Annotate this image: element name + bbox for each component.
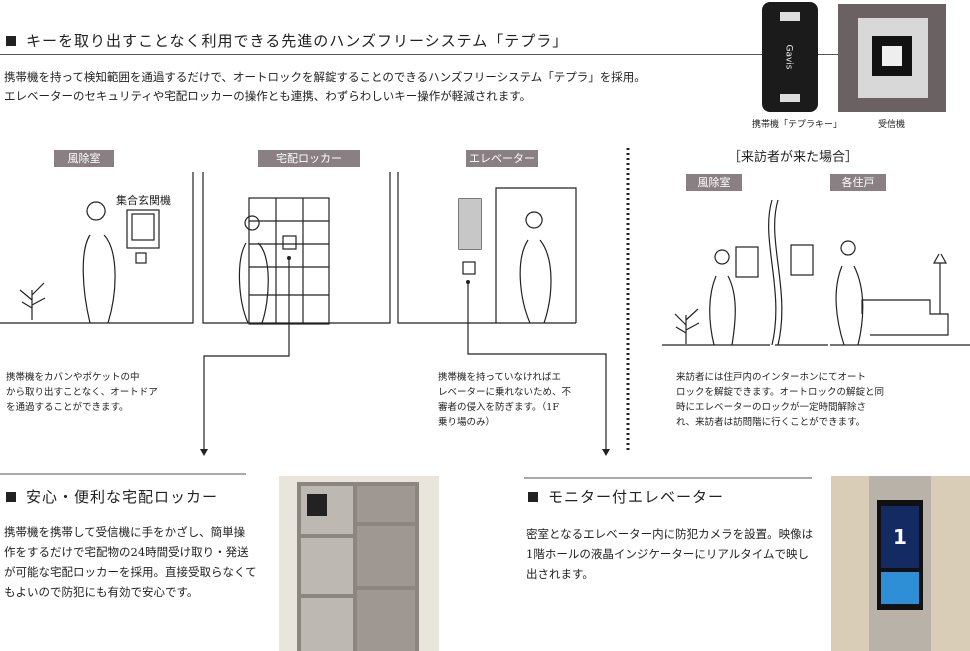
label-intercom: 集合玄関機 <box>116 194 171 207</box>
elevator-line-1: 密室となるエレベーター内に防犯カメラを設置。映像は <box>526 527 814 541</box>
elevator-heading: モニター付エレベーター <box>528 486 724 507</box>
tepra-key-caption: 携帯機「テプラキー」 <box>752 120 843 130</box>
receiver-caption: 受信機 <box>878 120 906 130</box>
locker-body: 携帯機を携帯して受信機に手をかざし、簡単操 作をするだけで宅配物の24時間受け取… <box>4 522 257 602</box>
note-right-line-3: 時にエレベーターのロックが一定時間解除さ <box>676 402 867 413</box>
note-right: 来訪者には住戸内のインターホンにてオート ロックを解錠できます。オートロックの解… <box>676 370 884 430</box>
note-right-line-1: 来訪者には住戸内のインターホンにてオート <box>676 372 867 383</box>
locker-door-5 <box>357 590 415 651</box>
tag-windbreak: 風除室 <box>54 150 114 167</box>
top-heading-rule <box>0 54 838 55</box>
tag-visitor-windbreak: 風除室 <box>686 174 742 191</box>
locker-photo <box>279 476 439 651</box>
note-right-line-2: ロックを解錠できます。オートロックの解錠と同 <box>676 387 885 398</box>
floor-number: 1 <box>881 506 919 568</box>
locker-door-2 <box>301 598 353 651</box>
tepra-key-photo: Gavis <box>762 2 818 112</box>
locker-heading: 安心・便利な宅配ロッカー <box>6 486 218 507</box>
key-slot-bottom <box>780 94 800 102</box>
tag-locker: 宅配ロッカー <box>258 150 360 167</box>
receiver-photo <box>838 4 946 112</box>
top-intro-line-1: 携帯機を持って検知範囲を通過するだけで、オートロックを解錠することのできるハンズ… <box>4 70 646 84</box>
note-mid-line-4: 乗り場のみ） <box>438 417 496 428</box>
elevator-line-2: 1階ホールの液晶インジケーターにリアルタイムで映し <box>526 547 809 561</box>
locker-door-3 <box>357 486 415 522</box>
note-left-line-2: から取り出すことなく、オートドア <box>6 387 158 398</box>
heading-square-icon <box>528 492 538 502</box>
heading-square-icon <box>6 36 16 46</box>
key-slot-top <box>780 12 800 21</box>
tag-elevator: エレベーター <box>466 150 538 167</box>
note-left: 携帯機をカバンやポケットの中 から取り出すことなく、オートドア を通過することが… <box>6 370 158 415</box>
top-intro-line-2: エレベーターのセキュリティや宅配ロッカーの操作とも連携、わずらわしいキー操作が軽… <box>4 89 532 103</box>
receiver-face <box>872 36 912 76</box>
locker-line-4: もよいので防犯にも有効で安心です。 <box>4 585 199 599</box>
locker-cabinet <box>297 482 419 651</box>
locker-line-1: 携帯機を携帯して受信機に手をかざし、簡単操 <box>4 525 246 539</box>
note-right-line-4: れ、来訪者は訪問階に行くことができます。 <box>676 417 866 428</box>
elevator-photo: 1 <box>831 476 970 651</box>
note-mid-line-3: 審者の侵入を防ぎます。（1F <box>438 402 559 413</box>
locker-door-1 <box>301 538 353 594</box>
receiver-window <box>882 46 902 66</box>
locker-screen <box>307 494 327 516</box>
note-mid: 携帯機を持っていなければエ レベーターに乗れないため、不 審者の侵入を防ぎます。… <box>438 370 571 430</box>
tag-each-unit: 各住戸 <box>830 174 886 191</box>
locker-door-4 <box>357 526 415 586</box>
locker-line-2: 作をするだけで宅配物の24時間受け取り・発送 <box>4 545 249 559</box>
locker-line-3: が可能な宅配ロッカーを採用。直接受取らなくて <box>4 565 257 579</box>
receiver-plate <box>858 18 928 98</box>
top-heading: キーを取り出すことなく利用できる先進のハンズフリーシステム「テプラ」 <box>6 30 568 51</box>
note-mid-line-2: レベーターに乗れないため、不 <box>438 387 572 398</box>
heading-square-icon <box>6 492 16 502</box>
elevator-body: 密室となるエレベーター内に防犯カメラを設置。映像は 1階ホールの液晶インジケータ… <box>526 524 813 584</box>
camera-feed <box>881 572 919 604</box>
elevator-line-3: 出されます。 <box>526 567 594 581</box>
indicator-screen: 1 <box>877 500 923 610</box>
visitor-title: ［来訪者が来た場合］ <box>728 150 859 165</box>
note-left-line-1: 携帯機をカバンやポケットの中 <box>6 372 140 383</box>
note-mid-line-1: 携帯機を持っていなければエ <box>438 372 562 383</box>
note-left-line-3: を通過することができます。 <box>6 402 129 413</box>
